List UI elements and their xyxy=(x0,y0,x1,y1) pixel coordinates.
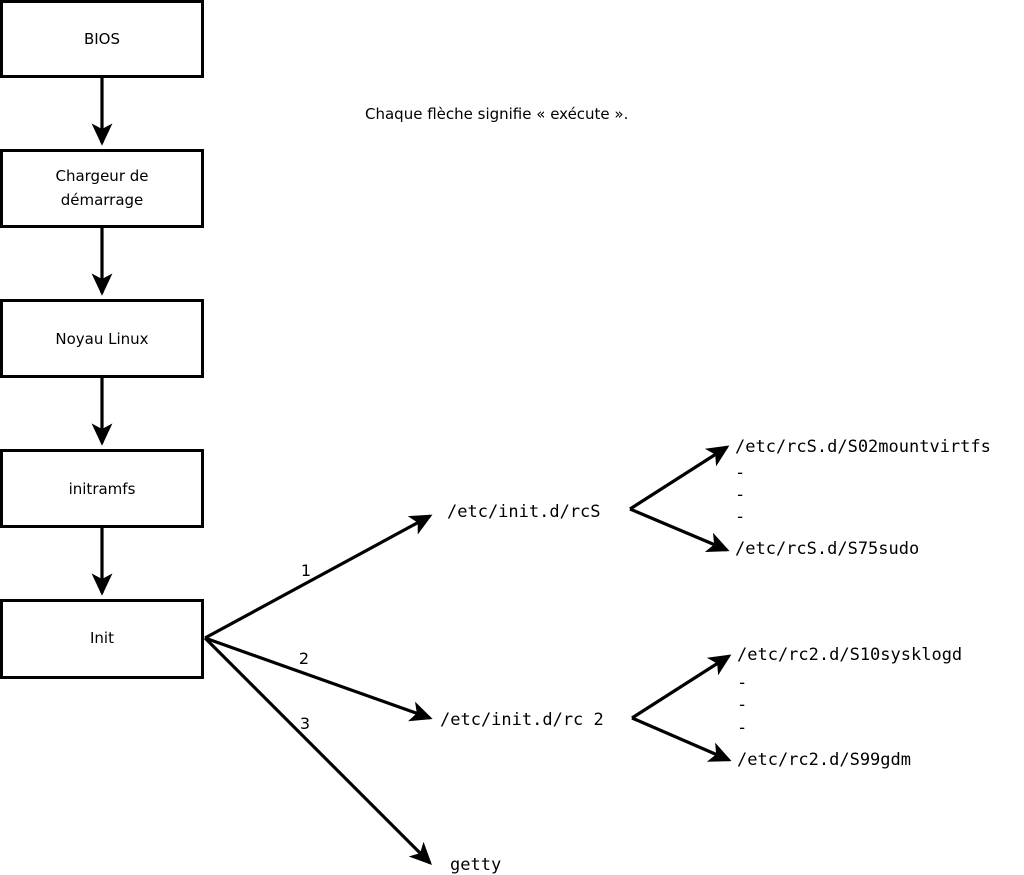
rc2-ellipsis-dash-3: - xyxy=(737,718,747,738)
box-initramfs-rect xyxy=(0,449,204,528)
diagram-caption: Chaque flèche signifie « exécute ». xyxy=(365,105,628,123)
label-init-d-rc2[interactable]: /etc/init.d/rc 2 xyxy=(440,710,604,730)
label-getty[interactable]: getty xyxy=(450,855,501,875)
arrow-rc2-to-first-script xyxy=(631,654,732,720)
rcs-ellipsis-dash-1: - xyxy=(735,463,745,483)
box-bios[interactable]: BIOS xyxy=(0,0,204,78)
label-rcs-first-script[interactable]: /etc/rcS.d/S02mountvirtfs xyxy=(735,437,991,457)
label-rcs-last-script[interactable]: /etc/rcS.d/S75sudo xyxy=(735,539,919,559)
box-init-rect xyxy=(0,599,204,679)
rcs-ellipsis-dash-3: - xyxy=(735,507,745,527)
arrow-rcs-to-first-script xyxy=(629,445,730,511)
branch-number-1: 1 xyxy=(301,561,311,580)
rc2-ellipsis-dash-2: - xyxy=(737,695,747,715)
arrow-init-branch-2 xyxy=(204,636,433,722)
box-kernel-label: Noyau Linux xyxy=(55,330,148,348)
arrow-init-branch-3 xyxy=(203,636,432,865)
box-initramfs[interactable]: initramfs xyxy=(0,449,204,528)
branch-number-2: 2 xyxy=(299,649,309,668)
arrow-rcs-to-last-script xyxy=(629,507,730,552)
box-bootloader[interactable]: Chargeur de démarrage xyxy=(0,149,204,228)
box-bios-label: BIOS xyxy=(84,30,120,48)
box-bios-rect xyxy=(0,0,204,78)
box-initramfs-label: initramfs xyxy=(69,480,136,498)
box-init-label: Init xyxy=(90,629,114,647)
box-bootloader-rect xyxy=(0,149,204,228)
box-kernel-rect xyxy=(0,299,204,378)
rc2-ellipsis-dash-1: - xyxy=(737,673,747,693)
branch-number-3: 3 xyxy=(300,714,310,733)
label-init-d-rcs[interactable]: /etc/init.d/rcS xyxy=(447,502,601,522)
arrow-init-branch-1 xyxy=(204,514,433,640)
rcs-ellipsis-dash-2: - xyxy=(735,485,745,505)
box-kernel[interactable]: Noyau Linux xyxy=(0,299,204,378)
box-bootloader-label-line1: Chargeur de xyxy=(55,167,148,185)
arrow-rc2-to-last-script xyxy=(631,716,732,762)
label-rc2-first-script[interactable]: /etc/rc2.d/S10sysklogd xyxy=(737,645,962,665)
box-bootloader-label-line2: démarrage xyxy=(61,191,144,209)
box-init[interactable]: Init xyxy=(0,599,204,679)
label-rc2-last-script[interactable]: /etc/rc2.d/S99gdm xyxy=(737,750,911,770)
